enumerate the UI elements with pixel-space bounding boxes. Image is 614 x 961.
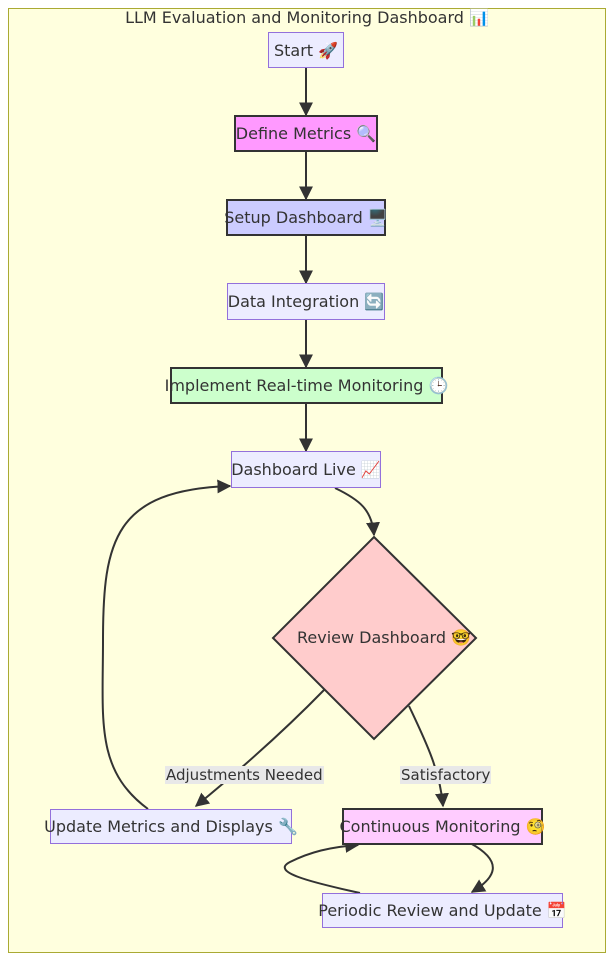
node-continuous-monitoring: Continuous Monitoring 🧐 — [339, 808, 546, 845]
diagram-title: LLM Evaluation and Monitoring Dashboard … — [125, 8, 489, 27]
node-define-metrics-label: Define Metrics 🔍 — [235, 124, 377, 143]
node-data-integration-label: Data Integration 🔄 — [227, 292, 385, 311]
node-dashboard-live: Dashboard Live 📈 — [231, 451, 381, 488]
node-start: Start 🚀 — [268, 32, 344, 68]
node-define-metrics: Define Metrics 🔍 — [234, 115, 378, 152]
node-continuous-monitoring-label: Continuous Monitoring 🧐 — [339, 817, 546, 836]
edge-review-continuous — [408, 705, 449, 808]
node-setup-dashboard: Setup Dashboard 🖥️ — [224, 199, 388, 236]
node-setup-dashboard-label: Setup Dashboard 🖥️ — [224, 208, 388, 227]
node-start-label: Start 🚀 — [273, 40, 339, 60]
edge-update-live — [101, 479, 232, 810]
node-update-metrics: Update Metrics and Displays 🔧 — [44, 809, 298, 844]
node-update-metrics-label: Update Metrics and Displays 🔧 — [44, 817, 298, 836]
edge-label-satisfactory: Satisfactory — [400, 766, 492, 784]
node-dashboard-live-label: Dashboard Live 📈 — [231, 460, 381, 479]
edge-periodic-continuous — [283, 838, 361, 894]
node-data-integration: Data Integration 🔄 — [227, 283, 385, 320]
review-diamond — [271, 535, 478, 741]
node-realtime-monitoring-label: Implement Real-time Monitoring 🕒 — [164, 376, 449, 395]
node-periodic-review-label: Periodic Review and Update 📅 — [318, 901, 567, 920]
node-periodic-review: Periodic Review and Update 📅 — [318, 893, 567, 928]
node-review-dashboard-label: Review Dashboard 🤓 — [297, 628, 471, 647]
edge-review-update — [194, 689, 325, 807]
edge-label-adjustments: Adjustments Needed — [165, 766, 324, 784]
node-realtime-monitoring: Implement Real-time Monitoring 🕒 — [165, 367, 448, 404]
edge-continuous-periodic — [469, 842, 494, 893]
edge-live-review — [334, 487, 380, 537]
